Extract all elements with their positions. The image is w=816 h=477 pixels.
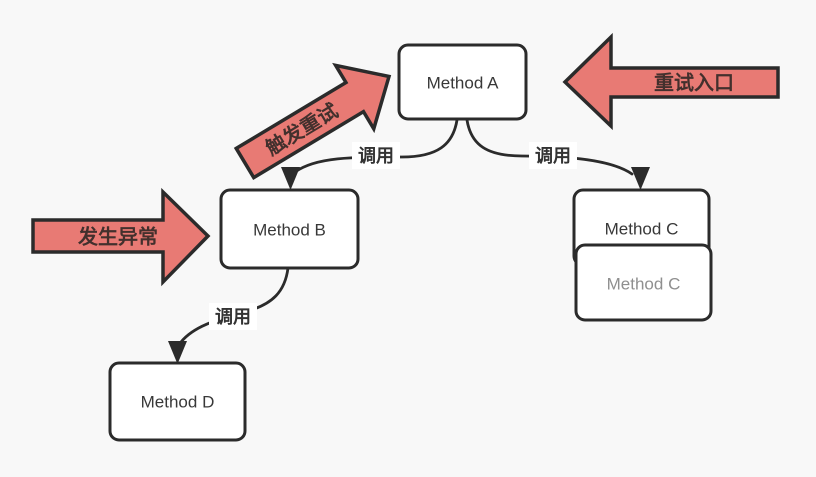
node-method-a-label: Method A [427,73,499,92]
callout-exception: 发生异常 [31,187,211,287]
node-method-c-front-box [574,243,713,322]
edge-b-to-d-arrowhead-icon [168,341,187,364]
node-method-c-back-label: Method C [605,219,679,238]
retry-entry-label: 重试入口 [654,71,734,94]
edge-a-to-c-arrowhead-icon [631,167,650,190]
edge-label-a-to-c: 调用 [529,142,577,169]
edge-label-b-to-d-text: 调用 [215,307,251,327]
retry-entry-arrow-icon [562,32,780,131]
trigger-retry-arrow-icon [233,62,392,180]
edge-label-b-to-d: 调用 [209,303,257,330]
edge-label-a-to-b: 调用 [352,142,400,169]
node-method-b-box [219,188,360,270]
node-method-d: Method D [108,361,247,442]
node-method-a: Method A [397,43,528,121]
edge-a-to-b-arrowhead-icon [281,167,300,190]
edge-a-to-b [281,118,459,190]
exception-arrow-icon [31,187,211,287]
node-method-a-box [397,43,528,121]
edge-label-a-to-c-bg [529,142,577,169]
edge-label-a-to-c-text: 调用 [535,146,571,166]
callout-trigger-retry: 触发重试 [233,62,392,180]
exception-label: 发生异常 [77,224,158,248]
edge-label-a-to-b-text: 调用 [358,146,394,166]
node-method-c-front: Method C [574,243,713,322]
callout-retry-entry: 重试入口 [562,32,780,131]
edge-a-to-c [465,118,650,190]
node-method-b-label: Method B [253,220,326,239]
edge-label-b-to-d-bg [209,303,257,330]
edge-a-to-c-line [465,118,634,176]
node-method-d-box [108,361,247,442]
node-method-b: Method B [219,188,360,270]
node-method-d-label: Method D [141,392,215,411]
edge-a-to-b-line [293,118,459,174]
node-method-c-front-label: Method C [607,274,681,293]
edge-label-a-to-b-bg [352,142,400,169]
